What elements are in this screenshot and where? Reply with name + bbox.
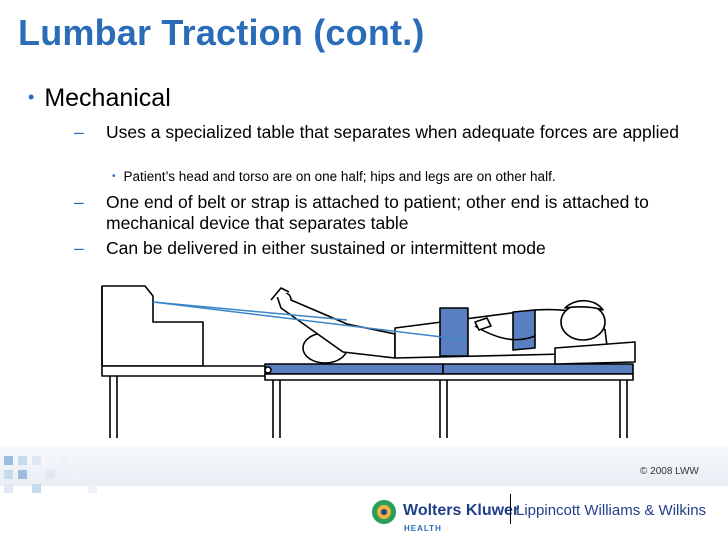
logo-divider	[510, 494, 511, 524]
copyright-note: © 2008 LWW	[640, 466, 699, 477]
bullet-dot: •	[112, 171, 116, 182]
traction-table-illustration	[101, 285, 636, 438]
table-top-right	[442, 363, 634, 375]
sub-bullet-text: Uses a specialized table that separates …	[106, 122, 680, 142]
thoracic-belt	[439, 307, 469, 357]
publisher-name: Lippincott Williams & Wilkins	[516, 502, 707, 519]
sub-sub-bullet-text: Patient’s head and torso are on one half…	[123, 169, 556, 184]
traction-rope-lower	[152, 301, 468, 341]
publisher-logo: Wolters Kluwer HEALTH Lippincott William…	[368, 492, 728, 546]
sub-bullet-text: Can be delivered in either sustained or …	[106, 238, 546, 258]
dash-marker: –	[74, 122, 84, 142]
traction-rope-upper	[152, 301, 348, 321]
sub-bullet-text: One end of belt or strap is attached to …	[106, 192, 649, 233]
traction-device	[101, 285, 204, 367]
bullet-mechanical: • Mechanical	[28, 84, 171, 113]
slide-title: Lumbar Traction (cont.)	[18, 12, 425, 53]
dash-marker: –	[74, 238, 84, 258]
footer-band	[0, 446, 728, 486]
decorative-squares	[4, 456, 97, 493]
brand-division: HEALTH	[404, 524, 442, 533]
globe-icon	[372, 500, 396, 524]
pelvic-belt	[512, 309, 536, 351]
table-top-left	[264, 363, 444, 375]
dash-marker: –	[74, 192, 84, 212]
brand-name: Wolters Kluwer	[403, 502, 520, 519]
bullet-dot: •	[28, 87, 35, 107]
sub-sub-bullet-halves: • Patient’s head and torso are on one hal…	[112, 169, 556, 184]
bullet-label: Mechanical	[44, 84, 171, 112]
